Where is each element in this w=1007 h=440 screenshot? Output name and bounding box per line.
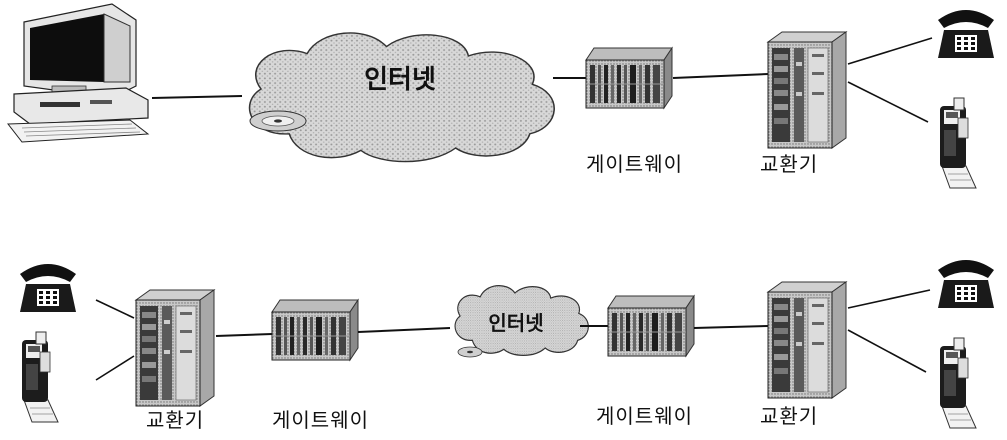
link-exchange-gateway-bottom-left [215,333,273,337]
link-fax-exchange-bottom-left [95,355,135,381]
telephone-icon-bottom-right [938,260,994,308]
gateway-icon-bottom-left [271,299,359,361]
fax-icon-top-right [939,97,977,189]
link-exchange-phone-top [847,37,933,65]
fax-icon-bottom-right [939,337,977,429]
exchange-icon-top [767,31,847,149]
gateway-label-bottom-right: 게이트웨이 [596,404,693,428]
link-pc-internet [151,95,243,99]
gateway-label-top: 게이트웨이 [586,152,683,176]
exchange-label-bottom-left: 교환기 [146,408,205,432]
link-exchange-fax-top [847,81,929,123]
cd-disc-icon [249,110,307,132]
gateway-icon-bottom-right [607,295,695,357]
link-phone-exchange-bottom-left [95,299,135,319]
link-gateway-internet-bottom-left [357,327,451,333]
fax-icon-bottom-left [21,331,59,423]
link-gateway-exchange-top [672,73,769,79]
link-exchange-fax-bottom-right [847,329,927,373]
link-exchange-phone-bottom-right [847,289,931,309]
exchange-icon-bottom-right [767,281,847,399]
telephone-icon-top-right [938,10,994,58]
internet-label-top: 인터넷 [364,65,436,95]
gateway-label-bottom-left: 게이트웨이 [272,408,369,432]
link-gateway-exchange-bottom-right [693,325,769,329]
internet-label-bottom: 인터넷 [488,311,543,335]
computer-icon [7,3,150,143]
exchange-label-bottom-right: 교환기 [760,404,819,428]
exchange-label-top: 교환기 [760,152,819,176]
internet-cloud-top [248,32,555,163]
exchange-icon-bottom-left [135,289,215,407]
telephone-icon-bottom-left [20,264,76,312]
cd-disc-icon-bottom [457,346,483,358]
gateway-icon-top [585,47,673,109]
